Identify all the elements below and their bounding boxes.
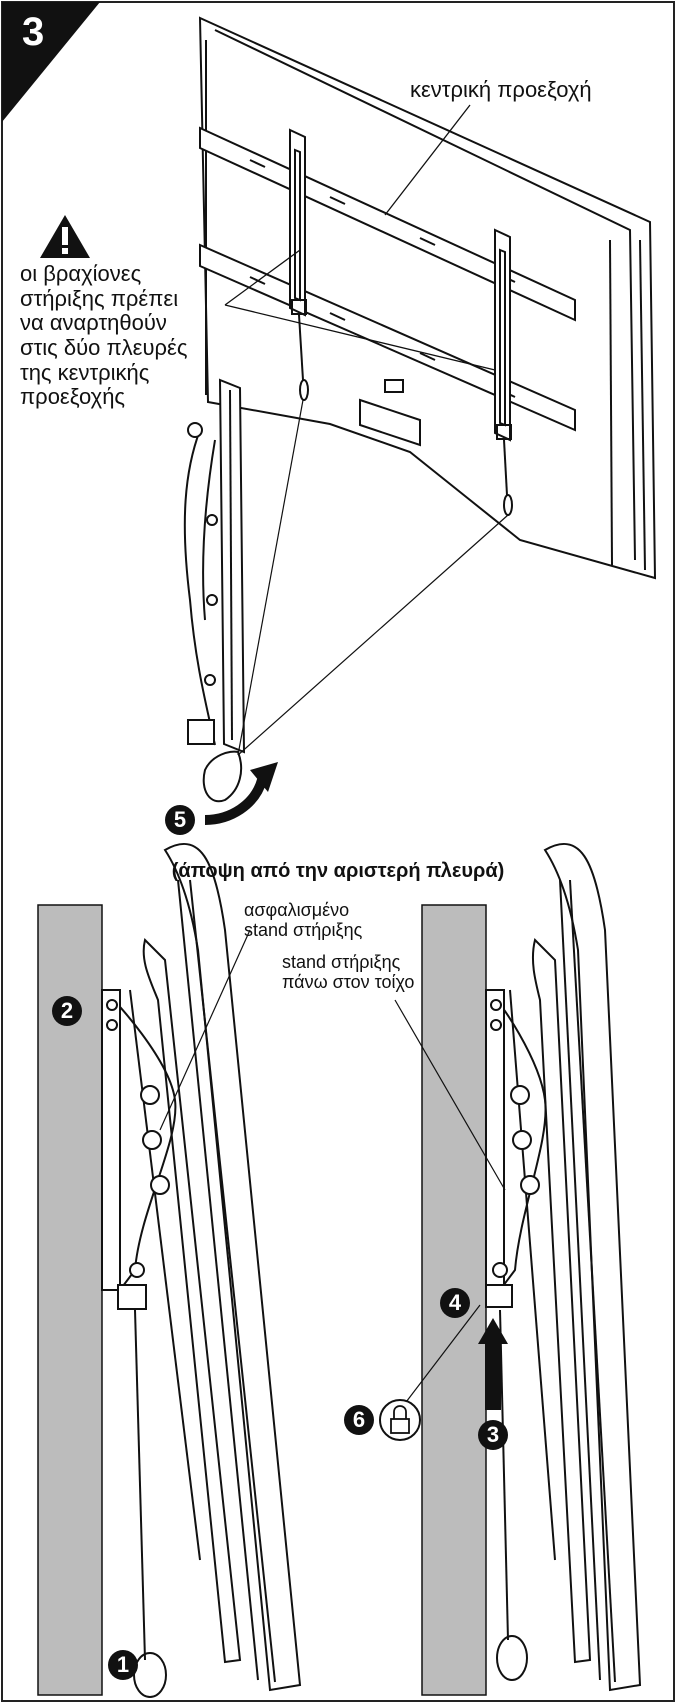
center-flange-label: κεντρική προεξοχή [410,77,592,102]
step-number: 3 [22,10,45,54]
warning-line: οι βραχίονες [20,261,142,286]
warning-line: στις δύο πλευρές [20,334,188,360]
warning-line: στήριξης πρέπει [20,285,179,311]
warning-line: να αναρτηθούν [20,310,167,336]
tv-back-drawing [198,16,657,580]
callout-3: 3 [478,1420,508,1450]
callout-1: 1 [108,1650,138,1680]
side-view-caption: (άποψη από την αριστερή πλευρά) [171,860,505,882]
wall-left [37,904,103,1696]
left-side-drawing [101,843,302,1698]
wall-stand-line: stand στήριξης [282,952,401,972]
step-corner-tab [2,2,100,122]
wall-stand-label: stand στήριξης πάνω στον τοίχο [282,952,482,992]
callout-6: 6 [344,1405,374,1435]
warning-text: οι βραχίονες στήριξης πρέπει να αναρτηθο… [20,261,220,410]
right-side-drawing [394,843,642,1692]
rotate-arrow-head [250,762,278,792]
warning-line: προεξοχής [20,384,126,410]
locked-stand-line: stand στήριξης [244,920,363,941]
locked-stand-label: ασφαλισμένο stand στήριξης [244,900,444,940]
padlock-icon [379,1399,421,1441]
push-up-arrow [478,1318,508,1410]
warning-triangle-icon [40,215,90,258]
wall-bracket-drawing [183,378,509,803]
callout-4: 4 [440,1288,470,1318]
rotate-arrow [204,778,267,825]
callout-2: 2 [52,996,82,1026]
warning-line: της κεντρικής [20,359,150,385]
callout-5: 5 [165,805,195,835]
wall-stand-line: πάνω στον τοίχο [282,972,415,993]
locked-stand-line: ασφαλισμένο [244,900,350,920]
